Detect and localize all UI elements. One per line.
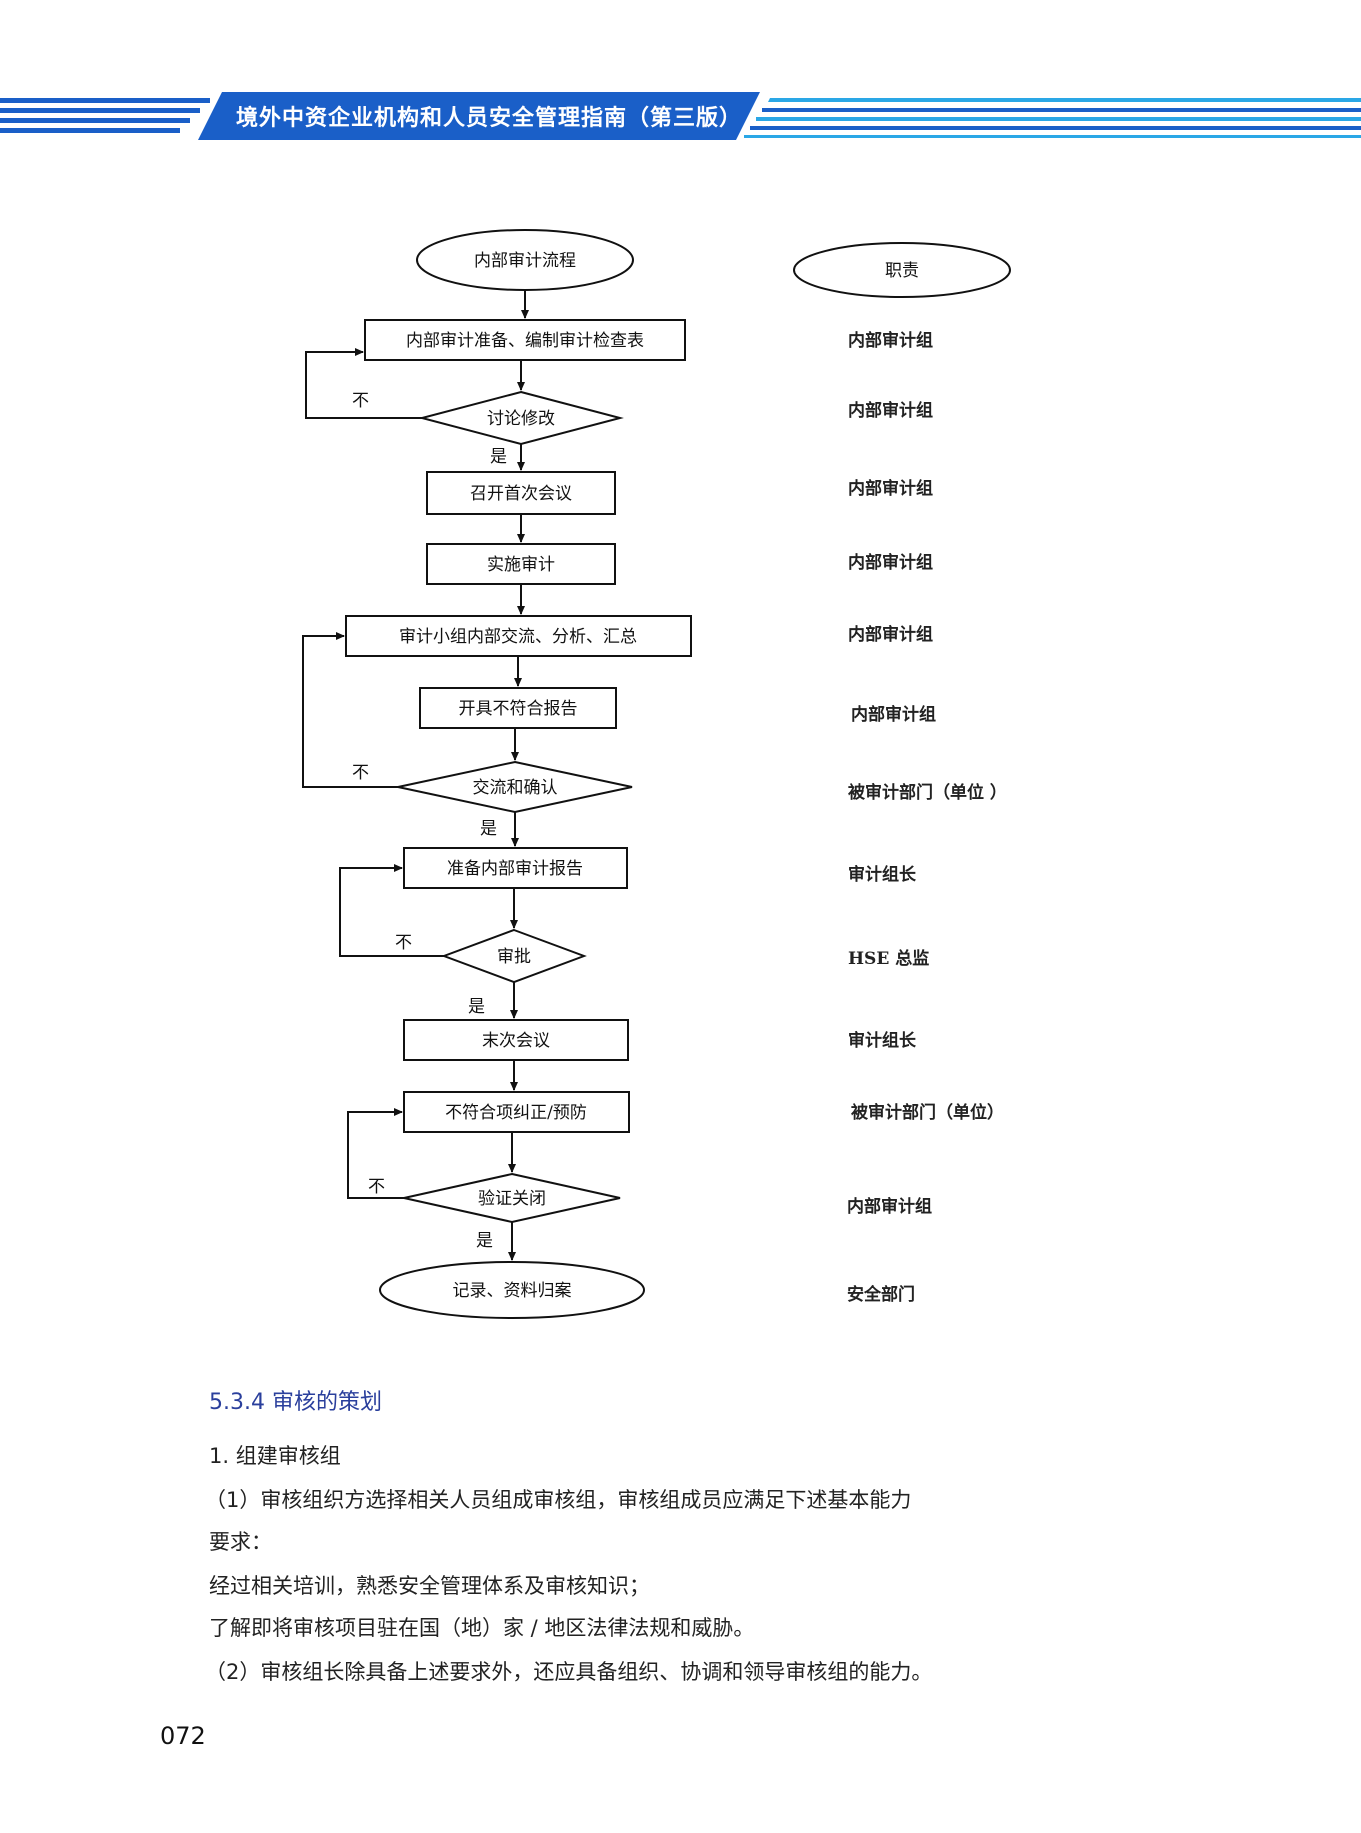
body-line: 要求： xyxy=(209,1530,272,1554)
body-line: 1. 组建审核组 xyxy=(209,1444,341,1468)
responsibility-label: 安全部门 xyxy=(847,1284,915,1305)
responsibility-label: 内部审计组 xyxy=(848,624,933,645)
responsibility-label: 内部审计组 xyxy=(851,704,936,725)
responsibility-label: 内部审计组 xyxy=(848,400,933,421)
step-label: 审计小组内部交流、分析、汇总 xyxy=(399,627,637,647)
page-number: 072 xyxy=(160,1722,206,1750)
yes-label: 是 xyxy=(480,819,497,839)
responsibility-label: 被审计部门（单位） xyxy=(851,1102,1004,1123)
step-label: 验证关闭 xyxy=(478,1189,546,1209)
body-line: 了解即将审核项目驻在国（地）家 / 地区法律法规和威胁。 xyxy=(209,1616,755,1640)
responsibility-label: 内部审计组 xyxy=(848,552,933,573)
step-label: 内部审计准备、编制审计检查表 xyxy=(406,331,644,351)
yes-label: 是 xyxy=(476,1231,493,1251)
step-box-corrective xyxy=(403,1091,630,1133)
step-label: 交流和确认 xyxy=(473,778,558,798)
body-line: （2）审核组长除具备上述要求外，还应具备组织、协调和领导审核组的能力。 xyxy=(205,1660,933,1684)
responsibility-label: 被审计部门（单位 ） xyxy=(848,782,1007,803)
step-label: 召开首次会议 xyxy=(470,484,572,504)
responsibility-header-label: 职责 xyxy=(885,261,919,281)
header-stripes xyxy=(0,92,1361,140)
no-label: 不 xyxy=(395,933,412,953)
step-label: 讨论修改 xyxy=(487,409,555,429)
responsibility-label: 审计组长 xyxy=(848,1030,917,1051)
page-header-banner: 境外中资企业机构和人员安全管理指南（第三版） xyxy=(0,92,1361,144)
responsibility-label: 内部审计组 xyxy=(847,1196,932,1217)
body-line: 经过相关培训，熟悉安全管理体系及审核知识； xyxy=(209,1574,650,1598)
no-label: 不 xyxy=(368,1177,385,1197)
step-label: 实施审计 xyxy=(487,555,555,575)
end-label: 记录、资料归案 xyxy=(453,1281,572,1301)
yes-label: 是 xyxy=(468,997,485,1017)
step-label: 审批 xyxy=(497,947,531,967)
no-label: 不 xyxy=(352,391,369,411)
body-line: （1）审核组织方选择相关人员组成审核组，审核组成员应满足下述基本能力 xyxy=(205,1488,912,1512)
end-node xyxy=(379,1261,645,1319)
start-label: 内部审计流程 xyxy=(474,251,576,271)
no-label: 不 xyxy=(352,763,369,783)
yes-label: 是 xyxy=(490,447,507,467)
responsibility-header-node xyxy=(793,242,1011,298)
step-box-prepare xyxy=(364,319,686,361)
header-title: 境外中资企业机构和人员安全管理指南（第三版） xyxy=(236,106,743,131)
step-label: 准备内部审计报告 xyxy=(447,859,583,879)
responsibility-label: 内部审计组 xyxy=(848,330,933,351)
step-box-final-meeting xyxy=(403,1019,629,1061)
step-box-nonconformity-report xyxy=(419,687,617,729)
responsibility-label: 审计组长 xyxy=(848,864,917,885)
internal-audit-flowchart: 内部审计流程 职责 内部审计准备、编制审计检查表 讨论修改 召开首次会议 实施审… xyxy=(302,229,1011,1319)
section-heading: 5.3.4 审核的策划 xyxy=(209,1390,382,1415)
step-label: 末次会议 xyxy=(482,1031,550,1051)
step-label: 不符合项纠正/预防 xyxy=(445,1103,587,1123)
responsibility-label: HSE 总监 xyxy=(848,948,929,969)
step-box-prepare-report xyxy=(403,847,628,889)
responsibility-label: 内部审计组 xyxy=(848,478,933,499)
step-label: 开具不符合报告 xyxy=(459,699,578,719)
